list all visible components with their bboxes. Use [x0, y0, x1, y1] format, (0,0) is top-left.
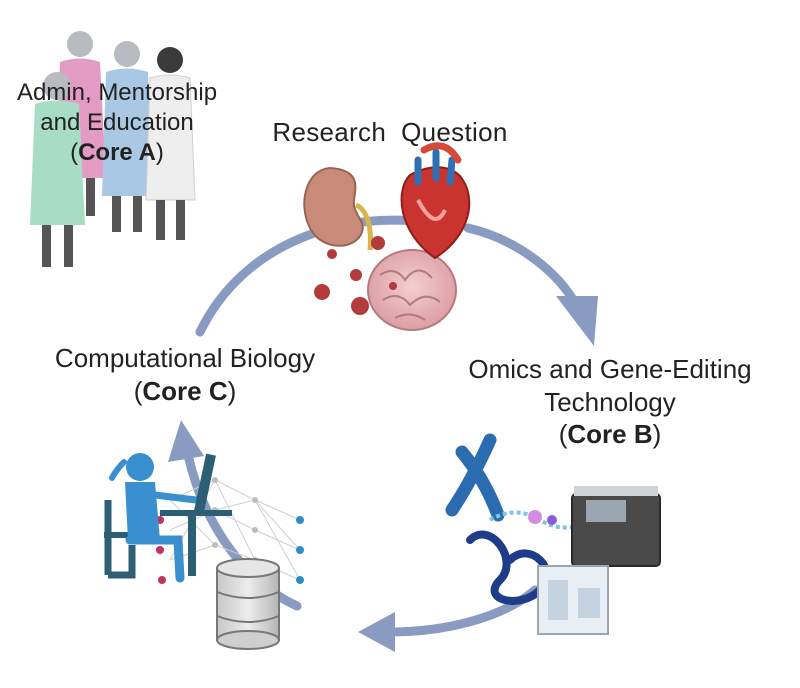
research-question-label: Research Question — [272, 117, 508, 147]
core-b-close-paren: ) — [652, 419, 662, 449]
database-icon — [216, 558, 280, 650]
person-green — [30, 72, 85, 267]
core-c-label: Computational Biology (Core C) — [25, 342, 345, 407]
person-blue — [102, 41, 153, 232]
core-a-name: Core A — [78, 139, 156, 166]
arrow-right-arc — [463, 223, 581, 310]
core-c-open-paren: ( — [133, 375, 143, 406]
heart-icon — [400, 142, 471, 260]
person-at-computer-icon — [104, 453, 232, 583]
person-dark — [145, 47, 196, 240]
core-a-line1: Admin, Mentorship — [16, 79, 218, 106]
core-c-name: Core C — [142, 375, 228, 406]
core-b-open-paren: ( — [558, 419, 568, 449]
arrowhead-bottom — [358, 612, 395, 652]
virus — [350, 269, 362, 281]
chromosome-icon — [445, 433, 505, 522]
core-c-line1: Computational Biology — [54, 343, 316, 373]
core-c-close-paren: ) — [227, 375, 237, 406]
core-a-open-paren: ( — [70, 139, 79, 166]
kidney-icon — [303, 166, 373, 251]
core-c-tag: (Core C) — [25, 375, 345, 408]
arrow-bottom-arc — [385, 585, 540, 637]
virus — [389, 282, 397, 290]
sequencer-machine-icon — [537, 486, 661, 635]
arrow-top-arc — [195, 215, 430, 337]
core-b-line2: Technology — [544, 386, 676, 417]
core-b-tag: (Core B) — [440, 418, 780, 451]
virus — [327, 249, 337, 259]
arrowhead-core-c — [168, 420, 204, 462]
core-a-close-paren: ) — [155, 139, 164, 166]
virus — [351, 297, 369, 315]
core-b-line1: Omics and Gene-Editing — [468, 354, 752, 384]
core-a-label: Admin, Mentorship and Education (Core A) — [6, 78, 228, 168]
arrowhead-core-b — [556, 296, 598, 346]
core-b-name: Core B — [567, 419, 653, 449]
dna-strand-icon — [466, 510, 592, 605]
virus-icon — [314, 236, 397, 315]
core-a-line2: and Education — [40, 109, 194, 136]
people-in-lab-coats-icon — [30, 31, 196, 267]
core-a-tag: (Core A) — [6, 138, 228, 168]
core-b-label: Omics and Gene-Editing Technology (Core … — [440, 353, 780, 451]
brain-icon — [367, 249, 457, 331]
virus — [314, 284, 330, 300]
virus — [371, 236, 385, 250]
arrowheads — [168, 296, 598, 652]
kidney-heart-brain-icon — [303, 142, 471, 331]
